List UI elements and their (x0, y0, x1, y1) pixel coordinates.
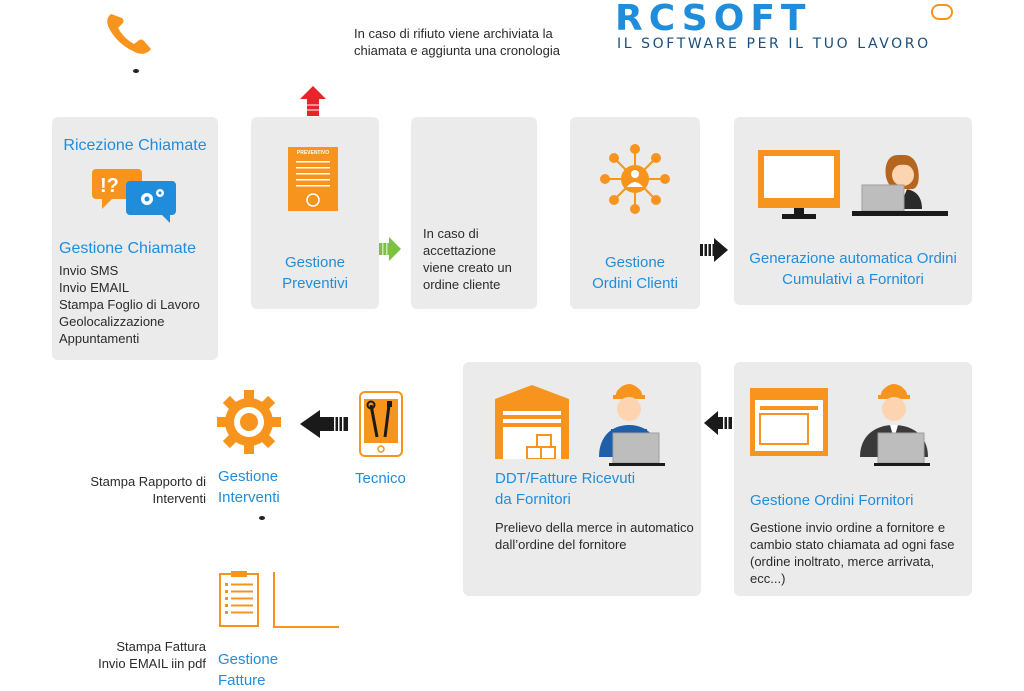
preventivi-title: Gestione Preventivi (282, 254, 348, 292)
left-arrow-icon (300, 410, 348, 438)
rejection-note: In caso di rifiuto viene archiviata la c… (354, 26, 560, 58)
accettazione-text: In caso di accettazione viene creato un … (423, 226, 512, 292)
fatture-side-line: Invio EMAIL iin pdf (98, 656, 206, 671)
bullet-marker (133, 69, 139, 73)
card-accettazione: In caso di accettazione viene creato un … (411, 117, 537, 309)
person-laptop-icon (852, 149, 948, 219)
warehouse-icon (495, 385, 569, 460)
card-generazione-automatica: Generazione automatica Ordini Cumulativi… (734, 117, 972, 305)
card-ordini-fornitori: Gestione Ordini Fornitori Gestione invio… (734, 362, 972, 596)
card-ddt-fatture: DDT/Fatture Ricevuti da Fornitori Prelie… (463, 362, 701, 596)
ricezione-title: Ricezione Chiamate (63, 137, 207, 154)
ordini-clienti-title: Gestione Ordini Clienti (592, 254, 678, 292)
fatture-side-line: Stampa Fattura (116, 639, 206, 654)
chat-bubbles-icon: !? (92, 169, 180, 225)
brand-name: RCSOFT (615, 0, 812, 39)
interventi-title: Gestione Interventi (218, 468, 280, 506)
up-arrow-icon (300, 86, 326, 116)
list-item: Invio EMAIL (59, 280, 130, 295)
fatture-title: Gestione Fatture (218, 651, 279, 689)
svg-text:!?: !? (100, 175, 119, 197)
worker-icon (589, 379, 669, 467)
smartphone-tools-icon (359, 391, 403, 457)
bullet-marker (259, 516, 265, 520)
interventi-side-text: Stampa Rapporto di Interventi (90, 474, 206, 506)
gestione-chiamate-title: Gestione Chiamate (59, 240, 196, 257)
registered-mark (931, 4, 953, 20)
right-arrow-icon (379, 237, 401, 261)
browser-window-icon (750, 388, 830, 458)
document-label: PREVENTIVO (296, 150, 330, 156)
tecnico-title: Tecnico (355, 470, 406, 487)
phone-icon (103, 8, 159, 58)
invoice-icon (219, 571, 259, 627)
brand-slogan: IL SOFTWARE PER IL TUO LAVORO (617, 36, 931, 52)
gear-icon (217, 390, 281, 454)
card-ricezione-chiamate: Ricezione Chiamate !? Gestione Chiamate … (52, 117, 218, 360)
ddt-text: Prelievo della merce in automatico dall’… (495, 520, 694, 552)
card-preventivi: PREVENTIVO Gestione Preventivi (251, 117, 379, 309)
document-icon: PREVENTIVO (288, 147, 338, 211)
list-item: Appuntamenti (59, 331, 140, 346)
generazione-title: Generazione automatica Ordini Cumulativi… (749, 250, 957, 288)
list-item: Invio SMS (59, 263, 119, 278)
right-arrow-icon (700, 238, 728, 262)
card-ordini-clienti: Gestione Ordini Clienti (570, 117, 700, 309)
rcsoft-logo: RCSOFT IL SOFTWARE PER IL TUO LAVORO (615, 0, 960, 60)
ddt-title: DDT/Fatture Ricevuti da Fornitori (495, 470, 636, 508)
fatture-side-text: Stampa Fattura Invio EMAIL iin pdf (60, 638, 206, 672)
network-icon (599, 143, 671, 215)
ordini-fornitori-text: Gestione invio ordine a fornitore e camb… (750, 520, 955, 586)
left-arrow-icon (704, 411, 732, 435)
ricezione-items: Invio SMS Invio EMAIL Stampa Foglio di L… (59, 262, 219, 347)
monitor-icon (758, 150, 840, 220)
connector-line (273, 572, 339, 628)
list-item: Stampa Foglio di Lavoro (59, 297, 200, 312)
list-item: Geolocalizzazione (59, 314, 165, 329)
worker-icon (854, 379, 934, 467)
ordini-fornitori-title: Gestione Ordini Fornitori (750, 492, 914, 509)
